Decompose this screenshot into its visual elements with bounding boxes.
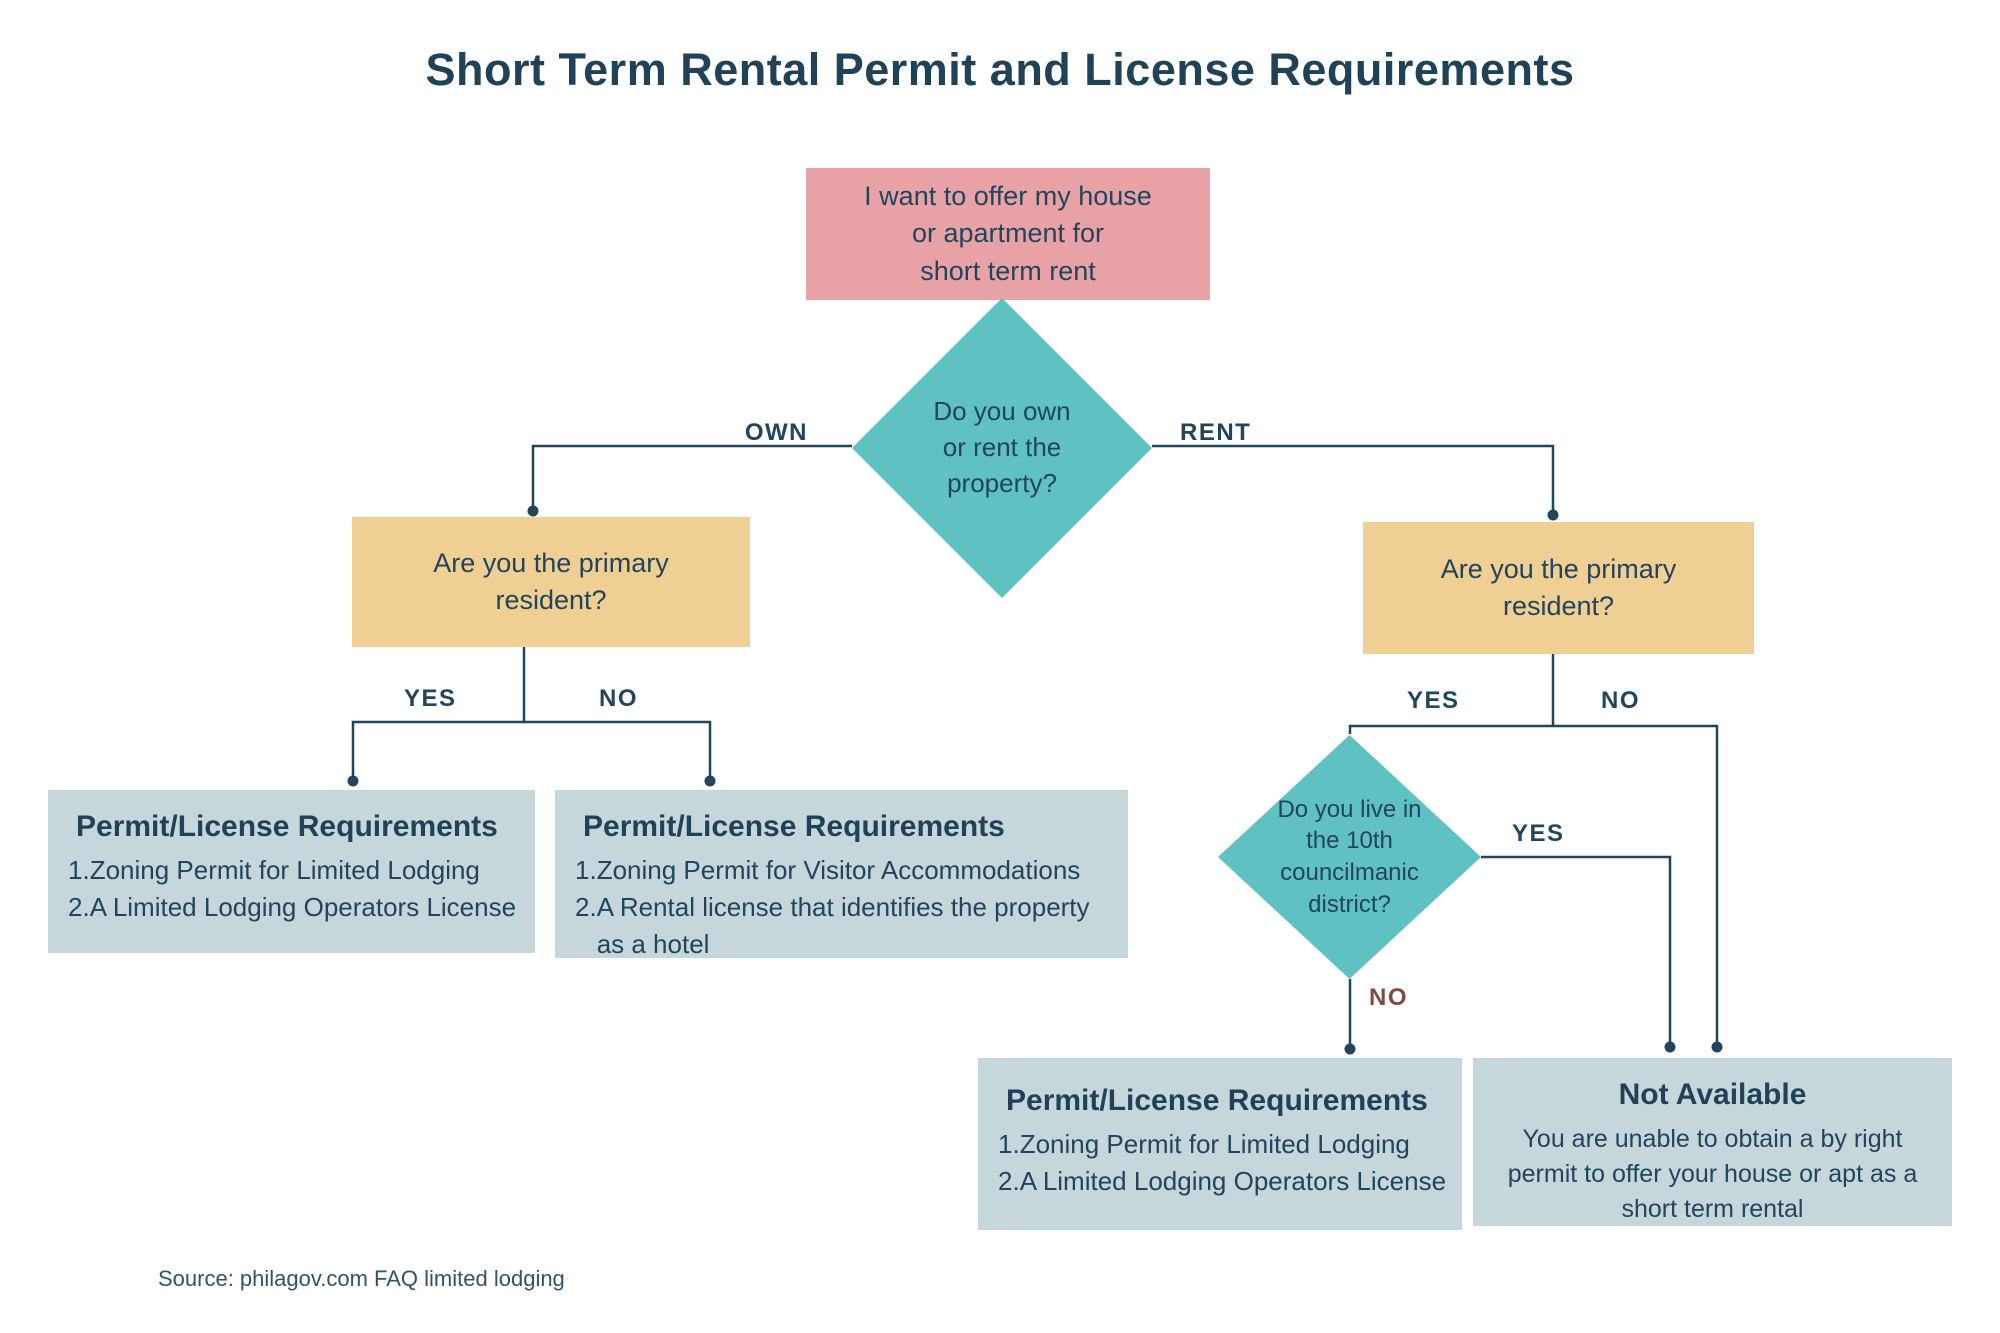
result-own-no-box: Permit/License Requirements 1. Zoning Pe… [555,790,1128,959]
edge-label-district-yes: YES [1512,820,1565,847]
item-text: A Limited Lodging Operators License [1019,1165,1447,1196]
decision-line: district? [1308,890,1391,918]
item-number: 2. [575,891,597,922]
not-available-heading: Not Available [1618,1078,1807,1111]
not-available-line: You are unable to obtain a by right [1522,1125,1903,1153]
edge-label-own-yes: YES [404,685,457,712]
edge-label-rent-no: NO [1601,687,1640,714]
edge-label-district-no: NO [1369,984,1408,1011]
item-number: 1. [575,855,597,885]
result-item: 1. Zoning Permit for Limited Lodging [68,852,527,889]
not-available-line: permit to offer your house or apt as a [1507,1160,1918,1188]
result-rent-district-no-box: Permit/License Requirements 1. Zoning Pe… [978,1058,1462,1230]
item-text: A Rental license that identifies the pro… [596,891,1090,959]
question-line: resident? [1502,591,1615,621]
page-title: Short Term Rental Permit and License Req… [425,44,1575,95]
item-number: 2. [998,1165,1020,1196]
not-available-line: short term rental [1621,1195,1804,1223]
start-node: I want to offer my house or apartment fo… [806,168,1210,300]
result-heading: Permit/License Requirements [1006,1084,1428,1117]
item-text: A Limited Lodging Operators License [89,891,517,922]
result-item: 1. Zoning Permit for Visitor Accommodati… [575,852,1120,889]
decision-line: Do you live in [1277,795,1422,823]
start-node-line: short term rent [920,255,1096,286]
result-item: 2. A Limited Lodging Operators License [998,1163,1454,1200]
result-heading: Permit/License Requirements [76,810,498,843]
item-text: Zoning Permit for Limited Lodging [89,855,480,885]
start-node-line: or apartment for [911,218,1105,249]
rent-primary-resident-node: Are you the primary resident? [1363,522,1754,654]
decision-line: or rent the [942,432,1062,463]
item-number: 2. [68,891,90,922]
edge-label-own-no: NO [599,685,638,712]
result-own-yes-box: Permit/License Requirements 1. Zoning Pe… [48,790,535,953]
decision-line: Do you own [933,396,1071,427]
result-not-available-box: Not Available You are unable to obtain a… [1473,1058,1952,1226]
decision-line: the 10th [1306,827,1393,855]
own-primary-resident-node: Are you the primary resident? [352,517,750,647]
question-line: resident? [495,585,607,615]
result-heading: Permit/License Requirements [583,810,1005,843]
result-item: 2. A Rental license that identifies the … [575,889,1120,963]
source-note: Source: philagov.com FAQ limited lodging [158,1266,565,1291]
result-item: 2. A Limited Lodging Operators License [68,889,527,926]
edge-label-own: OWN [744,419,808,446]
edge-label-rent-yes: YES [1407,687,1460,714]
result-item: 1. Zoning Permit for Limited Lodging [998,1126,1454,1163]
decision-line: property? [947,467,1057,498]
question-line: Are you the primary [1440,553,1677,584]
item-text: Zoning Permit for Limited Lodging [1019,1129,1410,1159]
question-line: Are you the primary [433,547,669,578]
decision-line: councilmanic [1280,859,1419,886]
edge-label-rent: RENT [1180,419,1252,446]
start-node-line: I want to offer my house [864,181,1152,212]
item-number: 1. [998,1129,1020,1159]
item-text: Zoning Permit for Visitor Accommodations [596,855,1081,885]
item-number: 1. [68,855,90,885]
